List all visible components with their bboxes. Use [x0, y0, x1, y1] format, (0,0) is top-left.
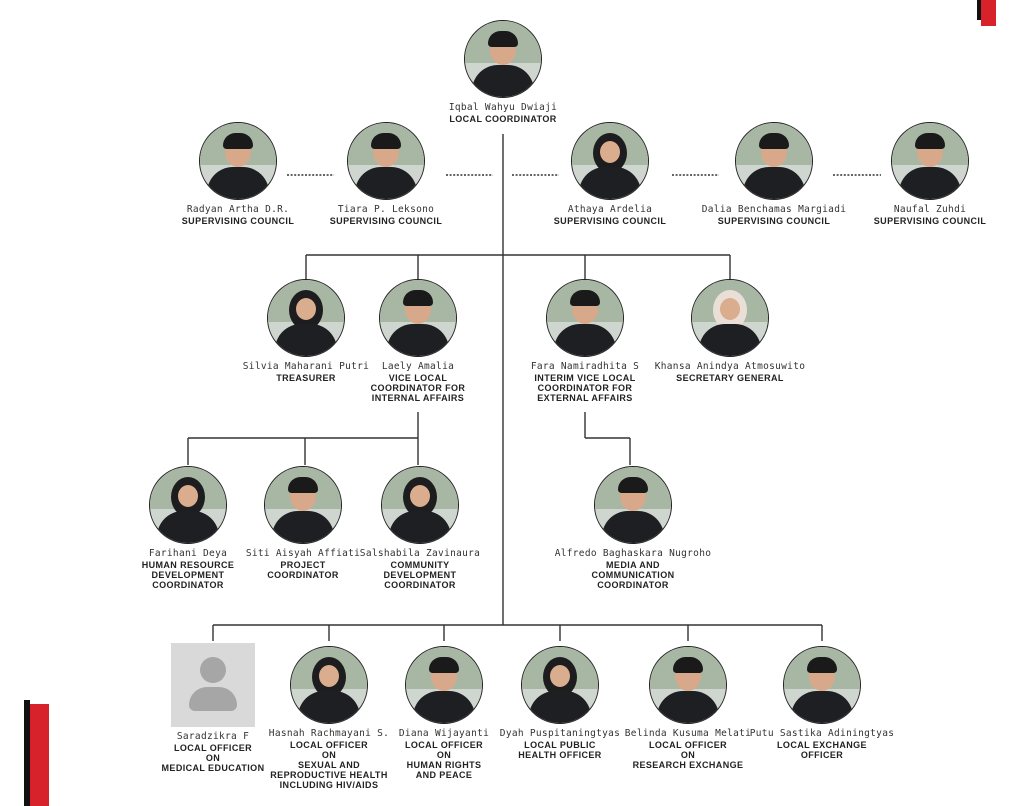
person-role: SUPERVISING COUNCIL — [553, 216, 667, 226]
node-supervising-council-2: Tiara P. Leksono SUPERVISING COUNCIL — [314, 122, 458, 226]
avatar — [199, 122, 277, 200]
person-name: Farihani Deya — [148, 548, 228, 559]
bottom-accent-dark — [24, 700, 30, 806]
avatar — [691, 279, 769, 357]
avatar — [735, 122, 813, 200]
node-supervising-council-5: Naufal Zuhdi SUPERVISING COUNCIL — [862, 122, 998, 226]
person-name: Alfredo Baghaskara Nugroho — [554, 548, 712, 559]
person-role: LOCAL COORDINATOR — [449, 114, 557, 124]
avatar — [379, 279, 457, 357]
person-name: Dyah Puspitaningtyas — [499, 728, 621, 739]
person-name: Hasnah Rachmayani S. — [268, 728, 390, 739]
avatar — [347, 122, 425, 200]
node-supervising-council-3: Athaya Ardelia SUPERVISING COUNCIL — [538, 122, 682, 226]
bottom-accent-red — [30, 704, 49, 806]
person-role: TREASURER — [276, 373, 336, 383]
avatar — [891, 122, 969, 200]
person-name: Saradzikra F — [176, 731, 250, 742]
person-name: Khansa Anindya Atmosuwito — [654, 361, 806, 372]
avatar — [149, 466, 227, 544]
node-supervising-council-4: Dalia Benchamas Margiadi SUPERVISING COU… — [696, 122, 852, 226]
corner-accent-dark — [977, 0, 981, 20]
person-role: SUPERVISING COUNCIL — [329, 216, 443, 226]
person-role: SUPERVISING COUNCIL — [717, 216, 831, 226]
person-name: Naufal Zuhdi — [893, 204, 967, 215]
avatar — [571, 122, 649, 200]
person-name: Athaya Ardelia — [567, 204, 653, 215]
person-name: Tiara P. Leksono — [337, 204, 435, 215]
node-secretary-general: Khansa Anindya Atmosuwito SECRETARY GENE… — [648, 279, 812, 383]
person-role: SUPERVISING COUNCIL — [873, 216, 987, 226]
avatar — [290, 646, 368, 724]
avatar — [405, 646, 483, 724]
person-role: SUPERVISING COUNCIL — [181, 216, 295, 226]
node-local-coordinator: Iqbal Wahyu Dwiaji LOCAL COORDINATOR — [424, 20, 582, 124]
person-name: Laely Amalia — [381, 361, 455, 372]
person-name: Belinda Kusuma Melati — [624, 728, 752, 739]
avatar — [267, 279, 345, 357]
person-name: Siti Aisyah Affiati — [245, 548, 361, 559]
avatar — [464, 20, 542, 98]
person-name: Fara Namiradhita S — [530, 361, 640, 372]
person-name: Putu Sastika Adiningtyas — [749, 728, 895, 739]
avatar — [594, 466, 672, 544]
person-name: Radyan Artha D.R. — [186, 204, 290, 215]
person-name: Dalia Benchamas Margiadi — [701, 204, 847, 215]
corner-accent-red — [981, 0, 996, 26]
avatar — [783, 646, 861, 724]
avatar — [521, 646, 599, 724]
person-name: Iqbal Wahyu Dwiaji — [448, 102, 558, 113]
avatar — [649, 646, 727, 724]
person-name: Silvia Maharani Putri — [242, 361, 370, 372]
avatar — [264, 466, 342, 544]
avatar — [381, 466, 459, 544]
node-supervising-council-1: Radyan Artha D.R. SUPERVISING COUNCIL — [166, 122, 310, 226]
person-name: Diana Wijayanti — [398, 728, 490, 739]
person-name: Salshabila Zavinaura — [359, 548, 481, 559]
node-treasurer: Silvia Maharani Putri TREASURER — [234, 279, 378, 383]
avatar-placeholder-icon — [171, 643, 255, 727]
avatar — [546, 279, 624, 357]
person-role: SECRETARY GENERAL — [676, 373, 784, 383]
